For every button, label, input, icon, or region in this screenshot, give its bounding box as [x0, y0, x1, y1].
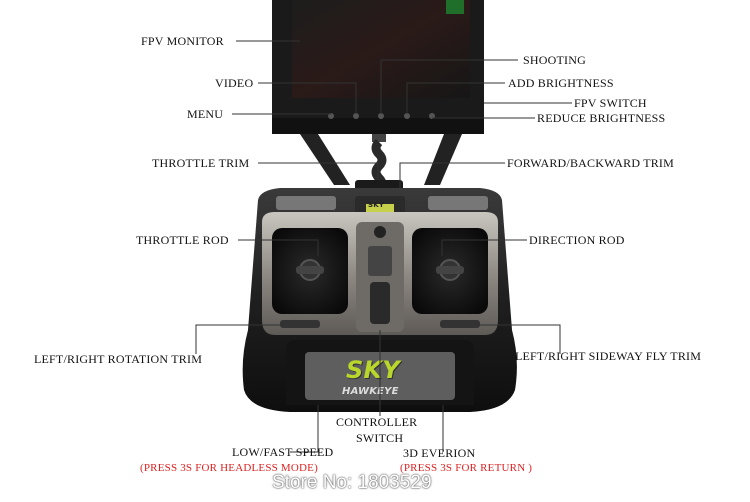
store-watermark: Store No: 1803529	[272, 472, 432, 493]
label-menu: MENU	[187, 107, 224, 121]
label-press-headless-mode: (PRESS 3S FOR HEADLESS MODE)	[140, 462, 318, 474]
label-throttle-trim: THROTTLE TRIM	[152, 156, 250, 170]
label-fpv-monitor: FPV MONITOR	[141, 34, 224, 48]
fpv-monitor	[272, 0, 484, 134]
label-switch: SWITCH	[356, 431, 404, 445]
direction-rod-stick[interactable]	[436, 266, 464, 274]
label-3d-everion: 3D EVERION	[403, 446, 476, 460]
label-left-right-sideway-fly-trim: LEFT/RIGHT SIDEWAY FLY TRIM	[515, 349, 702, 363]
add-brightness-button-icon[interactable]	[404, 113, 410, 119]
shooting-button-icon[interactable]	[378, 113, 384, 119]
label-left-right-rotation-trim: LEFT/RIGHT ROTATION TRIM	[34, 352, 203, 366]
brand-logo-text: SKY	[346, 356, 400, 384]
label-fpv-switch: FPV SWITCH	[574, 96, 647, 110]
controller-body	[242, 188, 517, 412]
label-controller: CONTROLLER	[336, 415, 418, 429]
label-reduce-brightness: REDUCE BRIGHTNESS	[537, 111, 666, 125]
label-forward-backward-trim: FORWARD/BACKWARD TRIM	[507, 156, 675, 170]
label-press-return: (PRESS 3S FOR RETURN )	[400, 462, 533, 474]
label-low-fast-speed: LOW/FAST SPEED	[232, 445, 334, 459]
left-right-rotation-trim-slider[interactable]	[280, 320, 320, 328]
label-throttle-rod: THROTTLE ROD	[136, 233, 229, 247]
label-add-brightness: ADD BRIGHTNESS	[508, 76, 614, 90]
brand-top-text: SKY	[368, 201, 385, 209]
label-video: VIDEO	[215, 76, 254, 90]
label-direction-rod: DIRECTION ROD	[529, 233, 625, 247]
video-button-icon[interactable]	[353, 113, 359, 119]
throttle-rod-stick[interactable]	[296, 266, 324, 274]
label-shooting: SHOOTING	[523, 53, 586, 67]
brand-sub-text: HAWKEYE	[342, 386, 399, 397]
left-right-sideway-fly-trim-slider[interactable]	[440, 320, 480, 328]
